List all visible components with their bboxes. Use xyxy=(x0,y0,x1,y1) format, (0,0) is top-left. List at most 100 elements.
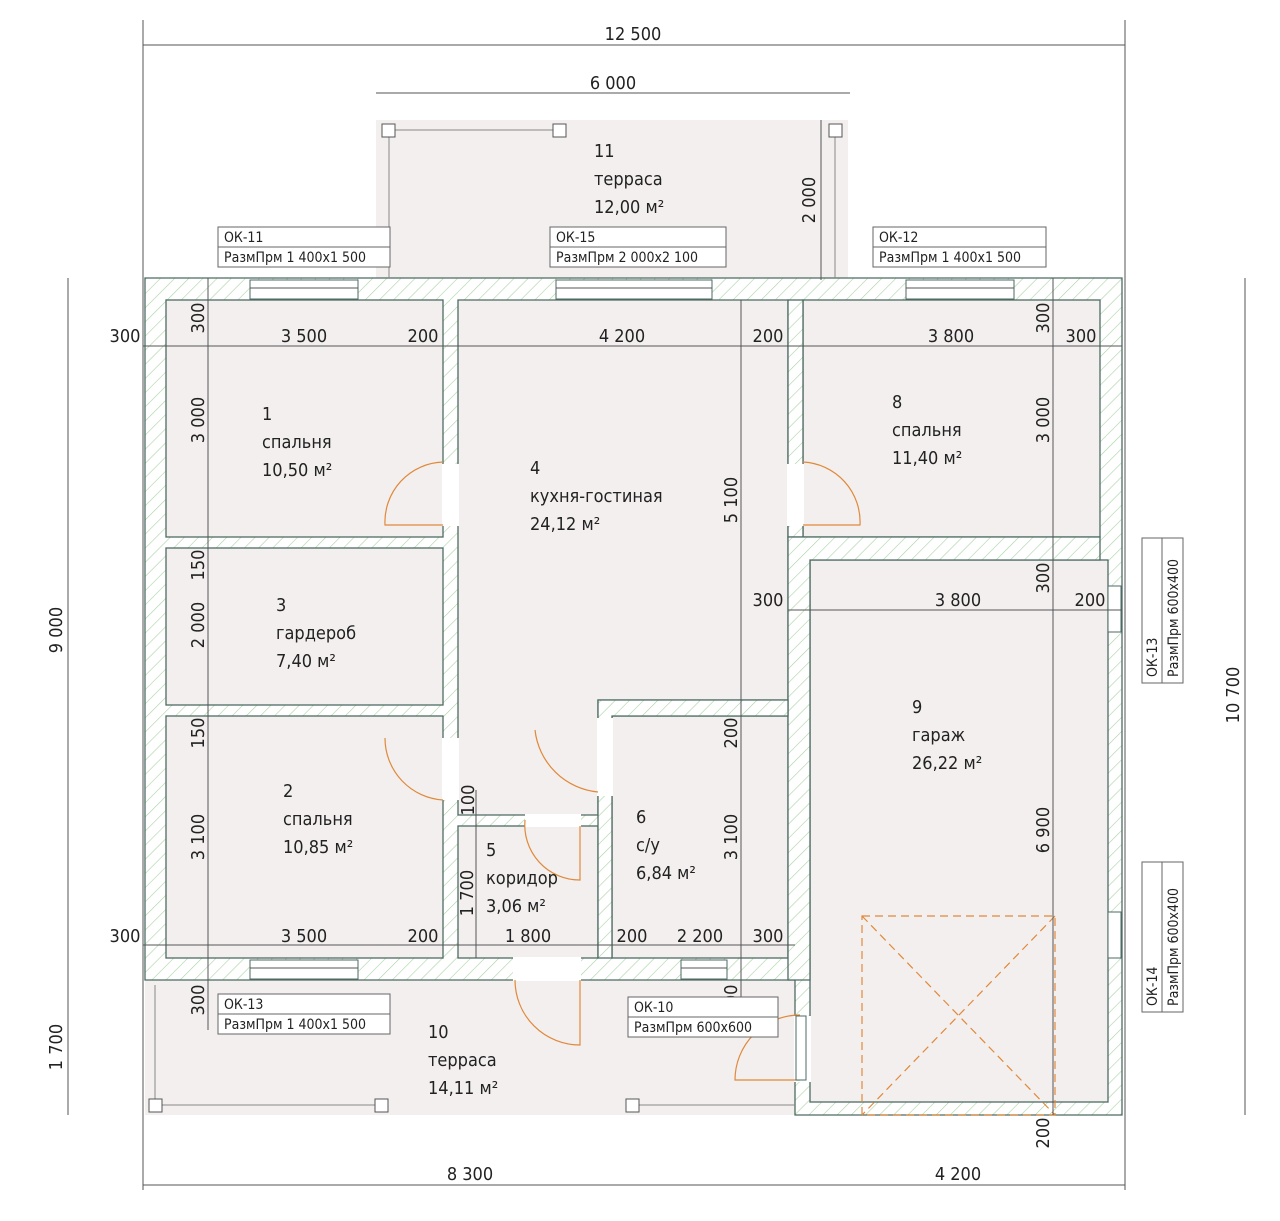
room-6-floor xyxy=(611,715,789,959)
dimension-label: 6 900 xyxy=(1033,807,1054,853)
window-size: РазмПрм 1 400x1 500 xyxy=(224,250,366,266)
dimension-label: 300 xyxy=(1066,326,1097,347)
room-1-floor xyxy=(165,299,444,538)
room-area: 24,12 м² xyxy=(530,514,600,535)
room-interiors xyxy=(165,299,1109,1103)
room-number: 10 xyxy=(428,1022,449,1043)
room-name: гардероб xyxy=(276,623,356,644)
window-size: РазмПрм 2 000x2 100 xyxy=(556,250,698,266)
dimension-label: 150 xyxy=(188,550,209,581)
window-size: РазмПрм 1 400x1 500 xyxy=(224,1017,366,1033)
dimension-label: 150 xyxy=(188,718,209,749)
dimension-label: 3 500 xyxy=(281,326,327,347)
door-corridor xyxy=(524,819,581,881)
room-name: коридор xyxy=(486,868,558,889)
dimension-label: 200 xyxy=(753,326,784,347)
room-number: 2 xyxy=(283,781,293,802)
dimension-label: 4 200 xyxy=(599,326,645,347)
dimension-label: 12 500 xyxy=(605,24,662,45)
room-number: 3 xyxy=(276,595,286,616)
door-entrance xyxy=(514,979,581,1046)
room-area: 7,40 м² xyxy=(276,651,336,672)
dimension-label: 300 xyxy=(188,985,209,1016)
dimension-label: 300 xyxy=(753,926,784,947)
room-name: терраса xyxy=(428,1050,497,1071)
window-id: ОК-11 xyxy=(224,230,263,246)
dimension-label: 2 000 xyxy=(799,177,820,223)
room-name: гараж xyxy=(912,725,966,746)
room-name: спальня xyxy=(892,420,962,441)
room-number: 8 xyxy=(892,392,902,413)
window-size: РазмПрм 600x600 xyxy=(634,1020,752,1036)
dimension-label: 1 700 xyxy=(46,1024,67,1070)
room-name: спальня xyxy=(283,809,353,830)
dimension-label: 3 800 xyxy=(928,326,974,347)
window-id: ОК-13 xyxy=(224,997,263,1013)
dimension-label: 3 100 xyxy=(721,814,742,860)
room-area: 6,84 м² xyxy=(636,863,696,884)
dimension-label: 200 xyxy=(1033,1118,1054,1149)
window-id: ОК-10 xyxy=(634,1000,673,1016)
window-id: ОК-13 xyxy=(1145,638,1161,677)
room-number: 9 xyxy=(912,697,922,718)
dimension-label: 3 500 xyxy=(281,926,327,947)
room-area: 10,50 м² xyxy=(262,460,332,481)
room-area: 12,00 м² xyxy=(594,197,664,218)
dimension-label: 3 100 xyxy=(188,814,209,860)
room-9-floor xyxy=(809,559,1109,1103)
window-size: РазмПрм 1 400x1 500 xyxy=(879,250,1021,266)
dimension-label: 200 xyxy=(1075,590,1106,611)
dimension-label: 300 xyxy=(753,590,784,611)
room-area: 14,11 м² xyxy=(428,1078,498,1099)
dimension-label: 2 200 xyxy=(677,926,723,947)
dimension-label: 5 100 xyxy=(721,477,742,523)
door-room8 xyxy=(802,461,861,526)
room-name: с/у xyxy=(636,835,660,856)
room-number: 11 xyxy=(594,141,615,162)
dimension-label: 3 800 xyxy=(935,590,981,611)
room-8-floor xyxy=(802,299,1101,538)
window-id: ОК-12 xyxy=(879,230,918,246)
dimension-label: 300 xyxy=(110,326,141,347)
dimension-label: 300 xyxy=(188,303,209,334)
room-2-floor xyxy=(165,715,444,959)
room-number: 4 xyxy=(530,458,540,479)
dimension-label: 300 xyxy=(1033,563,1054,594)
dimension-label: 1 700 xyxy=(457,870,478,916)
room-area: 10,85 м² xyxy=(283,837,353,858)
dimension-label: 300 xyxy=(110,926,141,947)
dimension-label: 3 000 xyxy=(1033,397,1054,443)
garage-door-icon xyxy=(861,915,1056,1116)
room-area: 11,40 м² xyxy=(892,448,962,469)
room-area: 3,06 м² xyxy=(486,896,546,917)
dimension-label: 200 xyxy=(721,718,742,749)
dimension-lines xyxy=(67,20,1246,1190)
room-number: 1 xyxy=(262,404,272,425)
dimension-label: 9 000 xyxy=(46,607,67,653)
door-bath xyxy=(534,729,599,793)
room-5-floor xyxy=(457,825,599,959)
dimension-label: 1 800 xyxy=(505,926,551,947)
room-3-floor xyxy=(165,547,444,706)
windows xyxy=(249,279,1122,1081)
room-number: 5 xyxy=(486,840,496,861)
door-room2 xyxy=(384,737,444,801)
window-size: РазмПрм 600x400 xyxy=(1166,888,1182,1006)
dimension-label: 300 xyxy=(1033,303,1054,334)
door-room1 xyxy=(384,461,444,526)
dimension-label: 6 000 xyxy=(590,73,636,94)
dimension-label: 200 xyxy=(617,926,648,947)
window-id: ОК-14 xyxy=(1145,967,1161,1006)
dimension-label: 10 700 xyxy=(1223,667,1244,724)
window-id: ОК-15 xyxy=(556,230,595,246)
dimension-label: 200 xyxy=(408,926,439,947)
room-number: 6 xyxy=(636,807,646,828)
room-name: спальня xyxy=(262,432,332,453)
wall-bath xyxy=(597,699,789,959)
dimension-label: 2 000 xyxy=(188,602,209,648)
dimension-label: 100 xyxy=(458,785,479,816)
wall-kitchen-garage xyxy=(787,536,1101,981)
dimension-label: 8 300 xyxy=(447,1164,493,1185)
dimension-label: 4 200 xyxy=(935,1164,981,1185)
